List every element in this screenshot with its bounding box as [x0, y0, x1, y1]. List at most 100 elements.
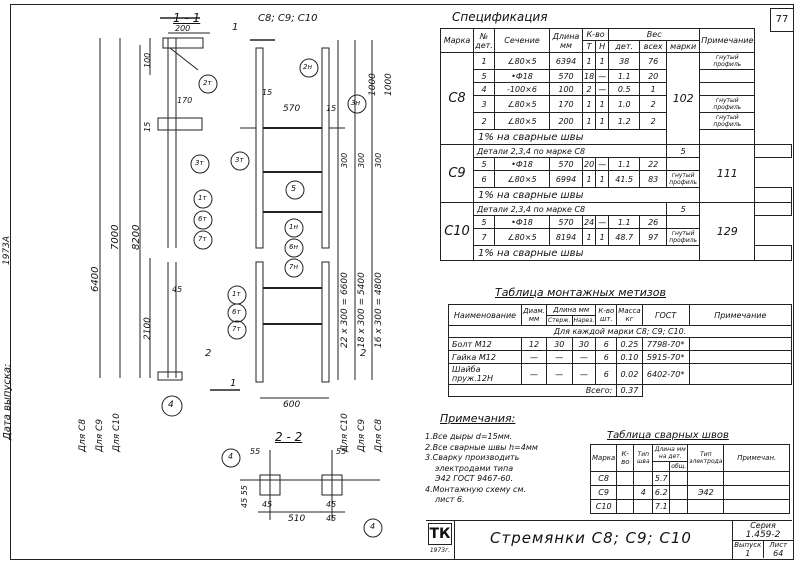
spec-cell: 5	[473, 157, 495, 171]
fastener-cell: —	[546, 363, 573, 385]
spec-h-section: Сечение	[494, 28, 550, 53]
dim-200: 200	[175, 24, 191, 33]
spec-cell: 7	[473, 228, 495, 246]
callout-6n: 6н	[289, 243, 299, 251]
spec-title: Спецификация	[452, 10, 548, 24]
fastener-cell: 6	[595, 363, 618, 385]
callout-4-b: 4	[228, 452, 234, 461]
dim-45-a: 45	[262, 500, 273, 509]
spec-cell: 1	[595, 95, 610, 113]
spec-weld-note-row: 1% на сварные швы	[441, 245, 792, 261]
dim-15-right: 15	[326, 104, 337, 113]
spec-cell: 1	[581, 170, 597, 188]
dim-300-a: 300	[340, 152, 349, 168]
section-mark-2-left: 2	[205, 348, 212, 359]
fastener-cell	[688, 363, 793, 385]
spec-cell: 1.2	[608, 112, 641, 130]
section-2-2-label: 2 - 2	[275, 430, 303, 444]
spec-cell: 1	[595, 170, 610, 188]
callout-5: 5	[291, 184, 297, 193]
dim-45-v1: 45	[172, 285, 183, 294]
fast-h-gost: ГОСТ	[641, 304, 690, 326]
left-label-c9: Для С9	[95, 418, 105, 452]
spec-cell: ∠80×5	[494, 52, 550, 70]
spec-note-cell	[699, 82, 756, 96]
weld-cell: 6.2	[652, 485, 671, 500]
spec-cell: 5	[666, 202, 701, 216]
spec-cell: 570	[549, 215, 583, 229]
weld-cell: 5.7	[652, 471, 671, 486]
spec-cell: 5	[666, 144, 701, 158]
fastener-cell: 6402-70*	[641, 363, 690, 385]
section-mark-1-bottom: 1	[230, 378, 237, 389]
org-logo: ТК	[428, 523, 452, 545]
fasteners-title: Таблица монтажных метизов	[495, 286, 666, 299]
callout-1t-b: 1т	[232, 290, 241, 298]
spec-cell: ∠80×5	[494, 95, 550, 113]
spec-note-cell: гнутый профиль	[699, 95, 756, 113]
weld-cell	[633, 471, 654, 486]
spec-cell: 1	[581, 228, 597, 246]
callout-7t-b: 7т	[232, 325, 241, 333]
spec-note-cell	[666, 157, 701, 171]
dim-45-b: 45	[326, 500, 337, 509]
spec-note-cell: гнутый профиль	[666, 170, 701, 188]
weld-cell	[633, 499, 654, 514]
spec-note-cell: гнутый профиль	[699, 52, 756, 70]
spec-cell: 22	[639, 157, 668, 171]
spec-cell: 83	[639, 170, 668, 188]
fastener-cell: —	[571, 350, 597, 364]
sheet-value: 64	[773, 549, 784, 558]
note-item: 3.Сварку производить	[425, 453, 520, 462]
weld-h-note: Примечан.	[723, 444, 790, 472]
right-label-c8: Для С8	[374, 418, 384, 452]
weld-h-qty: К-во	[616, 444, 635, 472]
spec-mark-cell: С9	[440, 144, 474, 203]
spec-cell: 8194	[549, 228, 583, 246]
spec-h-w-all: всех	[639, 40, 668, 53]
spec-cell: 2	[639, 95, 668, 113]
notes-list: 1.Все дыры d=15мм.2.Все сварные швы h=4м…	[425, 432, 538, 506]
callout-4-c: 4	[370, 522, 376, 531]
dim-15-left: 15	[262, 88, 273, 97]
callout-3t-b: 3т	[235, 156, 244, 164]
fastener-cell: 0.02	[616, 363, 643, 385]
spec-h-t: Т	[581, 40, 597, 53]
callout-3n: 3н	[351, 99, 361, 107]
spec-cell	[754, 245, 792, 261]
spec-cell: 1.1	[608, 69, 641, 83]
spec-cell: •Ф18	[494, 157, 550, 171]
spec-cell: 1.1	[608, 157, 641, 171]
left-label-c10: Для С10	[112, 413, 122, 452]
fastener-cell	[688, 337, 793, 351]
welds-title: Таблица сварных швов	[607, 430, 729, 441]
spec-weld-note-row: 1% на сварные швы	[441, 129, 792, 145]
spec-cell: 18	[581, 69, 597, 83]
spec-cell: 97	[639, 228, 668, 246]
spec-cell	[699, 129, 756, 145]
spec-note-cell	[754, 144, 792, 158]
drawing-title: Стремянки С8; С9; С10	[490, 529, 692, 547]
spec-cell: 1	[595, 228, 610, 246]
spec-cell: —	[595, 82, 610, 96]
weld-cell	[723, 471, 790, 486]
fastener-cell: 12	[521, 337, 547, 351]
spec-mark-total: 129	[699, 202, 756, 261]
spec-cell: 48.7	[608, 228, 641, 246]
weld-cell: Э42	[687, 485, 725, 500]
callout-7n: 7н	[289, 263, 299, 271]
spec-cell: 76	[639, 52, 668, 70]
callout-4: 4	[168, 400, 174, 410]
spec-note-cell: гнутый профиль	[699, 112, 756, 130]
